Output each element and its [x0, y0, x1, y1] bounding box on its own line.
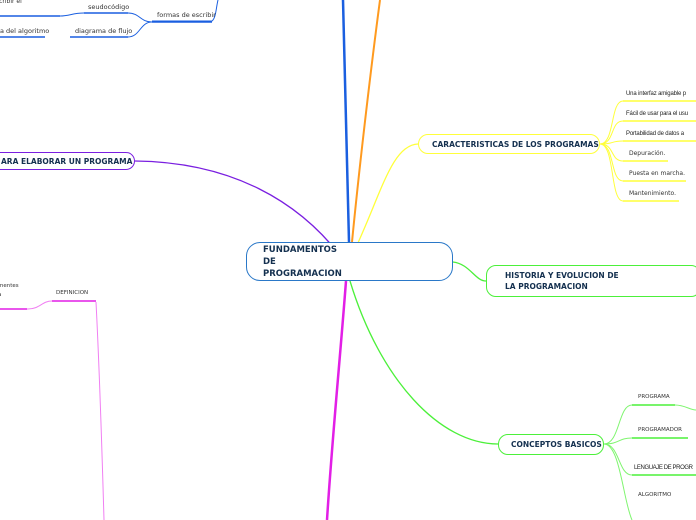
list-item[interactable]: LENGUAJE DE PROGR	[634, 465, 693, 471]
node-label: CONCEPTOS BASICOS	[511, 440, 602, 449]
list-item[interactable]: Puesta en marcha.	[629, 170, 686, 177]
conceptos-node[interactable]: CONCEPTOS BASICOS	[498, 434, 604, 455]
list-item[interactable]: Portabilidad de datos a	[626, 131, 684, 137]
node-label: CARACTERISTICAS DE LOS PROGRAMAS	[432, 139, 599, 149]
list-item[interactable]: ALGORITMO	[638, 492, 672, 498]
caracteristicas-node[interactable]: CARACTERISTICAS DE LOS PROGRAMAS	[418, 134, 600, 154]
central-title: FUNDAMENTOS DE PROGRAMACION	[263, 244, 342, 279]
diagrama-de-flujo-node[interactable]: diagrama de flujo	[75, 27, 133, 35]
list-item[interactable]: Mantenimiento.	[629, 190, 677, 197]
node-label: HISTORIA Y EVOLUCION DE LA PROGRAMACION	[505, 271, 619, 291]
list-item[interactable]: Depuración.	[629, 150, 666, 157]
list-item[interactable]: Fácil de usar para el usu	[626, 111, 688, 117]
partial-label: a del algoritmo	[0, 27, 50, 35]
list-item[interactable]: PROGRAMADOR	[638, 427, 682, 433]
formas-de-escribir-node[interactable]: formas de escribir	[157, 11, 216, 19]
historia-node[interactable]: HISTORIA Y EVOLUCION DE LA PROGRAMACION	[486, 265, 696, 297]
seudocodigo-node[interactable]: seudocódigo	[88, 3, 130, 11]
partial-label: scribir el a	[0, 0, 22, 5]
elaborar-programa-node[interactable]: ARA ELABORAR UN PROGRAMA	[0, 152, 135, 170]
partial-label: mentes a	[0, 283, 19, 298]
definicion-node[interactable]: DEFINICION	[56, 290, 89, 296]
central-node[interactable]: FUNDAMENTOS DE PROGRAMACION	[246, 242, 453, 281]
node-label: ARA ELABORAR UN PROGRAMA	[1, 156, 133, 166]
list-item[interactable]: Una interfaz amigable p	[626, 91, 686, 97]
list-item[interactable]: PROGRAMA	[638, 394, 670, 400]
